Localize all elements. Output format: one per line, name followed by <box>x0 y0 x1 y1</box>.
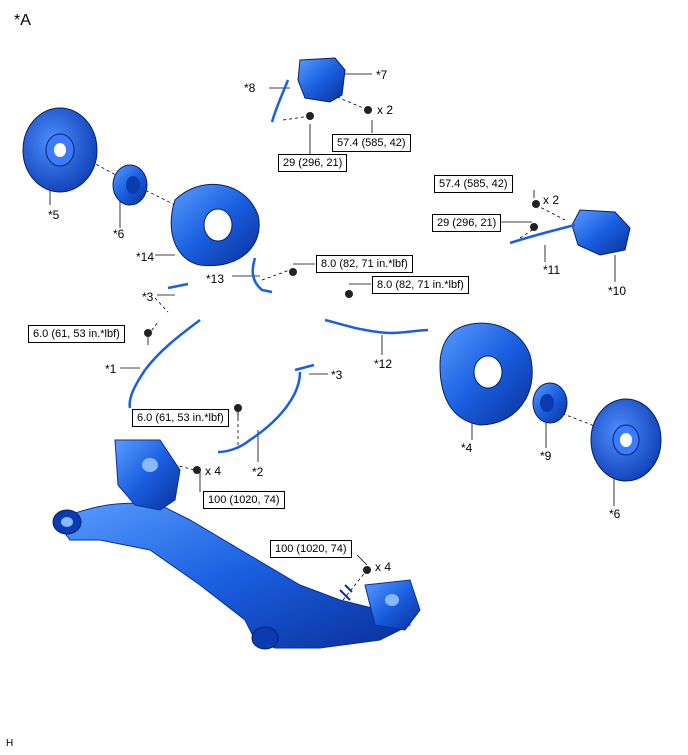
torque-spec-axle-right: 100 (1020, 74) <box>270 540 352 558</box>
axle-beam-illustration <box>52 439 421 650</box>
bolts <box>144 106 540 574</box>
part-label-11: *12 <box>374 357 393 371</box>
torque-spec-caliper-upper: 57.4 (585, 42) <box>332 134 411 152</box>
cables-illustration <box>128 257 429 454</box>
part-label-3-upper: *3 <box>142 290 154 304</box>
quantity-caliper-upper: x 2 <box>377 103 394 117</box>
hub-bearing-left-illustration <box>112 164 148 206</box>
corner-code: H <box>6 738 14 749</box>
torque-spec-bracket-upper: 29 (296, 21) <box>278 154 348 172</box>
torque-spec-bracket-right: 29 (296, 21) <box>432 214 502 232</box>
brake-disc-right-illustration <box>590 398 662 482</box>
part-label-10: *8 <box>244 81 256 95</box>
part-label-5: *6 <box>113 227 125 241</box>
torque-spec-cable-1: 6.0 (61, 53 in.*lbf) <box>28 325 125 343</box>
part-label-12: *13 <box>206 272 225 286</box>
part-label-9: *11 <box>543 263 561 277</box>
part-label-1: *1 <box>105 362 117 376</box>
caliper-upper-illustration <box>270 57 346 123</box>
part-label-14: *14 <box>136 250 155 264</box>
torque-spec-sensor-bolt: 8.0 (82, 71 in.*lbf) <box>316 255 413 273</box>
dust-cover-right-illustration <box>439 322 533 426</box>
torque-spec-cable-2: 6.0 (61, 53 in.*lbf) <box>132 409 229 427</box>
torque-spec-caliper-right: 57.4 (585, 42) <box>434 175 513 193</box>
caliper-right-illustration <box>509 209 631 256</box>
part-label-6-right: *6 <box>609 507 621 521</box>
part-label-7: *10 <box>608 284 627 298</box>
brake-disc-left-illustration <box>22 107 98 193</box>
view-label: *A <box>14 12 31 29</box>
part-label-4: *9 <box>540 449 552 463</box>
part-label-13: *4 <box>461 441 473 455</box>
quantity-caliper-right: x 2 <box>543 193 560 207</box>
torque-spec-axle-left: 100 (1020, 74) <box>203 491 285 509</box>
quantity-axle-left: x 4 <box>205 464 222 478</box>
dust-cover-left-illustration <box>170 184 260 267</box>
quantity-axle-right: x 4 <box>375 560 392 574</box>
hub-bearing-right-illustration <box>532 382 568 424</box>
part-label-2: *2 <box>252 465 264 479</box>
part-label-6-left: *5 <box>48 208 60 222</box>
part-label-3-lower: *3 <box>331 368 343 382</box>
torque-spec-harness-bolt: 8.0 (82, 71 in.*lbf) <box>372 276 469 294</box>
part-label-8: *7 <box>376 68 388 82</box>
